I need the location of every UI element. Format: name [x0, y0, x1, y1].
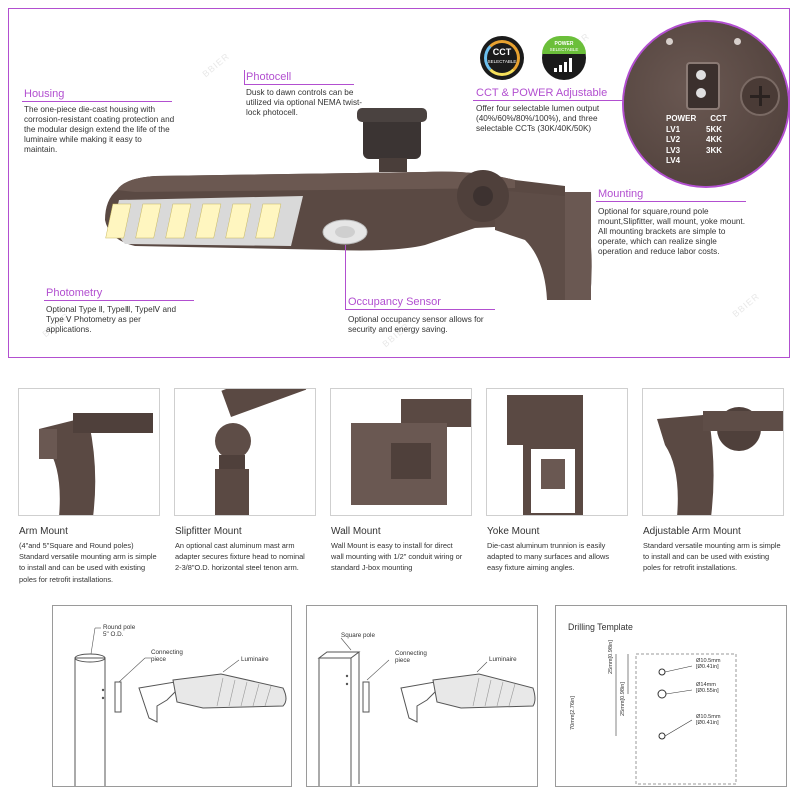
callout-line: [473, 100, 623, 101]
arm-mount-image: [18, 388, 160, 516]
dim-25mm-bottom: 25mm[0.98in]: [620, 682, 626, 716]
housing-title: Housing: [24, 88, 65, 100]
adjustable-arm-mount-image: [642, 388, 784, 516]
cct-power-text: Offer four selectable lumen output (40%/…: [476, 104, 600, 133]
adjustable-arm-mount-title: Adjustable Arm Mount: [643, 526, 741, 537]
wall-mount-image: [330, 388, 472, 516]
cct-power-title: CCT & POWER Adjustable: [476, 87, 608, 99]
dim-70mm: 70mm[2.76in]: [570, 696, 576, 730]
dim-25mm-top: 25mm[0.98in]: [608, 640, 614, 674]
occupancy-sensor-title: Occupancy Sensor: [348, 296, 441, 308]
callout-line: [44, 300, 194, 301]
luminaire-label: Luminaire: [241, 656, 269, 663]
wall-mount-title: Wall Mount: [331, 526, 381, 537]
luminaire-label: Luminaire: [489, 656, 517, 663]
yoke-mount-title: Yoke Mount: [487, 526, 540, 537]
drilling-template-title: Drilling Template: [568, 622, 633, 632]
cct-selectable-badge: CCT SELECTABLE: [480, 36, 524, 80]
callout-line: [244, 84, 354, 85]
photometry-text: Optional Type Ⅱ, TypeⅢ, TypeⅣ and Type Ⅴ…: [46, 305, 177, 334]
photometry-title: Photometry: [46, 287, 103, 299]
slipfitter-mount-title: Slipfitter Mount: [175, 526, 242, 537]
mounting-title: Mounting: [598, 188, 644, 200]
occupancy-sensor-text: Optional occupancy sensor allows for sec…: [348, 315, 484, 334]
hole-1-size: Ø10.5mm[Ø0.41in]: [696, 658, 721, 670]
callout-line: [345, 245, 346, 309]
arm-mount-title: Arm Mount: [19, 526, 68, 537]
power-selectable-badge: POWER SELECTABLE: [542, 36, 586, 80]
wall-mount-description: Wall Mount is easy to install for direct…: [331, 541, 463, 573]
slipfitter-mount-image: [174, 388, 316, 516]
arm-mount-description: (4"and 5"Square and Round poles)Standard…: [19, 541, 157, 584]
drilling-template-panel: Drilling Template 25mm[0.98in] 25mm[0.98…: [555, 605, 787, 787]
callout-line: [244, 70, 245, 84]
switch-dial: [686, 62, 720, 110]
signal-bars-icon: [554, 58, 572, 72]
callout-line: [345, 309, 495, 310]
yoke-mount-image: [486, 388, 628, 516]
adjustable-arm-mount-description: Standard versatile mounting arm is simpl…: [643, 541, 781, 573]
hole-3-size: Ø10.5mm[Ø0.41in]: [696, 714, 721, 726]
hole-2-size: Ø14mm[Ø0.55in]: [696, 682, 719, 694]
mounting-text: Optional for square,round pole mount,Sli…: [598, 207, 745, 256]
callout-line: [22, 101, 172, 102]
photocell-text: Dusk to dawn controls can be utilized vi…: [246, 88, 363, 117]
housing-text: The one-piece die-cast housing with corr…: [24, 105, 175, 154]
screw-icon: [740, 76, 780, 116]
square-pole-label: Square pole: [341, 632, 375, 639]
callout-line: [596, 201, 746, 202]
photocell-title: Photocell: [246, 71, 292, 83]
luminaire-product-image: [105, 108, 592, 300]
